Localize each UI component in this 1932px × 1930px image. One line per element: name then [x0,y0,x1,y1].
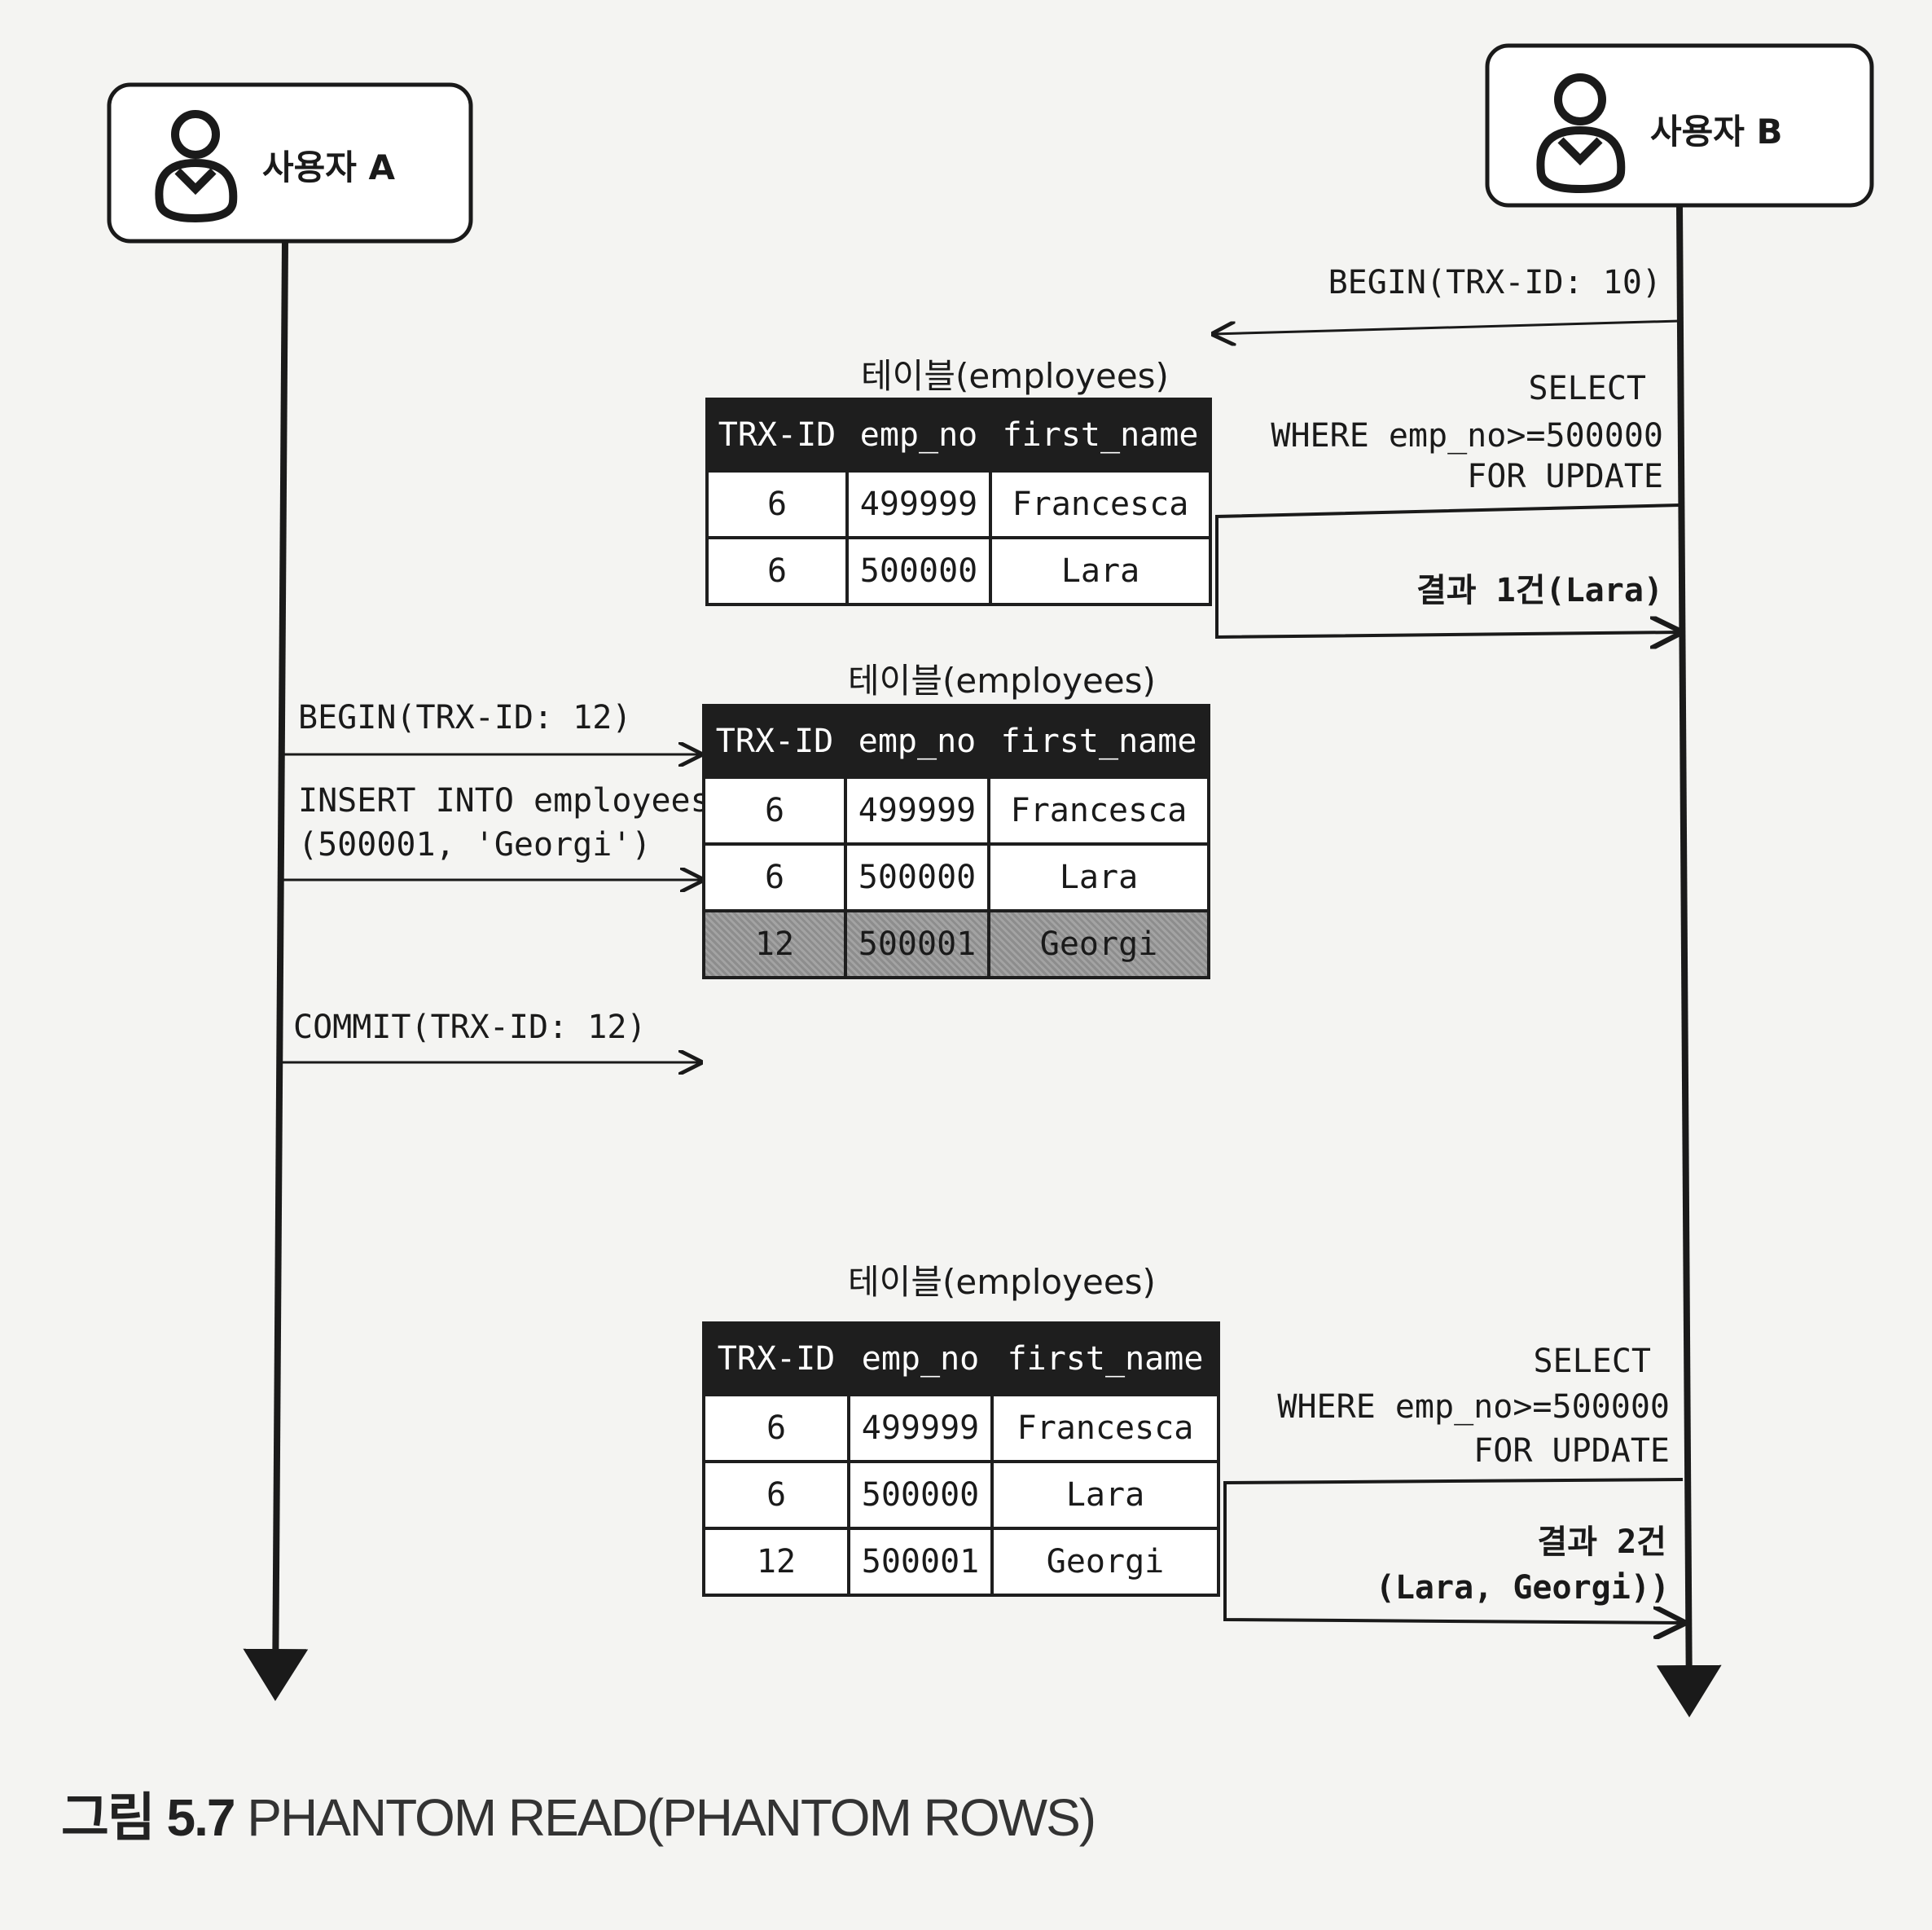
table-row: 6 500000 Lara [702,842,1210,912]
table-row: 6 499999 Francesca [702,776,1210,846]
table1-cell: 6 [705,536,849,606]
table2-col-emp-no: emp_no [844,704,990,779]
table2-cell: Lara [987,842,1210,912]
table3-cell: Francesca [990,1393,1220,1463]
table3-caption: 테이블(employees) [848,1262,1156,1302]
user-b-result2-line1: 결과 2건 [1537,1523,1666,1561]
table2-cell: 500001 [844,909,990,979]
table2-cell: Francesca [987,776,1210,846]
user-a-begin-label: BEGIN(TRX-ID: 12) [298,699,632,736]
table2-cell: 500000 [844,842,990,912]
table-row: 6 500000 Lara [705,536,1212,606]
arrow-b-begin [1214,319,1680,334]
user-b-name: 사용자 B [1650,112,1783,152]
table3-col-first-name: first_name [990,1321,1220,1396]
user-b-select1-line2: WHERE emp_no>=500000 [1271,417,1663,455]
table3-cell: 6 [702,1393,850,1463]
table3-cell: 500001 [847,1527,994,1597]
table-row: 6 499999 Francesca [702,1393,1220,1463]
arrow-b-select2 [1223,1478,1683,1623]
user-b-select2-line2: WHERE emp_no>=500000 [1277,1388,1670,1426]
table1-cell: 499999 [845,469,992,539]
table2: TRX-ID emp_no first_name 6 499999 France… [702,704,1210,979]
table1-col-emp-no: emp_no [845,398,992,473]
user-b-select1-line1: SELECT [1528,370,1647,407]
table2-cell: 12 [702,909,847,979]
table-row: 12 500001 Georgi [702,1527,1220,1597]
table3-cell: Georgi [990,1527,1220,1597]
table3-cell: 6 [702,1460,850,1530]
user-a-lifeline [243,240,309,1701]
table3-cell: 12 [702,1527,850,1597]
user-a-person-icon [155,110,238,223]
table2-col-trx-id: TRX-ID [702,704,847,779]
user-b-select2-line3: FOR UPDATE [1473,1432,1670,1470]
table1-cell: Lara [989,536,1212,606]
table2-cell: Georgi [987,909,1210,979]
user-b-begin-label: BEGIN(TRX-ID: 10) [1328,264,1662,301]
figure-caption: 그림 5.7 PHANTOM READ(PHANTOM ROWS) [61,1776,1096,1851]
table2-cell: 6 [702,776,847,846]
table-row: 6 500000 Lara [702,1460,1220,1530]
table1-col-trx-id: TRX-ID [705,398,849,473]
table3: TRX-ID emp_no first_name 6 499999 France… [702,1321,1220,1597]
table1-caption: 테이블(employees) [861,356,1169,396]
table-row: 6 499999 Francesca [705,469,1212,539]
table2-cell: 6 [702,842,847,912]
table3-cell: Lara [990,1460,1220,1530]
figure-number: 그림 5.7 [61,1788,236,1847]
user-b-result2-line2: (Lara, Georgi)) [1375,1569,1670,1607]
user-b-person-icon [1536,73,1626,194]
table1-col-first-name: first_name [989,398,1212,473]
table2-caption: 테이블(employees) [848,661,1156,701]
table1-cell: 6 [705,469,849,539]
table3-col-emp-no: emp_no [847,1321,994,1396]
table-row-highlighted: 12 500001 Georgi [702,909,1210,979]
user-b-select1-line3: FOR UPDATE [1467,458,1663,495]
figure-title: PHANTOM READ(PHANTOM ROWS) [247,1788,1096,1847]
table1-header-row: TRX-ID emp_no first_name [705,398,1212,473]
table3-header-row: TRX-ID emp_no first_name [702,1321,1220,1396]
user-b-lifeline [1656,204,1722,1717]
table1-cell: 500000 [845,536,992,606]
table2-header-row: TRX-ID emp_no first_name [702,704,1210,779]
table3-cell: 500000 [847,1460,994,1530]
table1: TRX-ID emp_no first_name 6 499999 France… [705,398,1212,606]
table1-cell: Francesca [989,469,1212,539]
user-a-box [107,82,473,244]
table2-cell: 499999 [844,776,990,846]
arrow-b-select1 [1215,503,1680,637]
user-a-insert-line2: (500001, 'Georgi') [298,826,652,864]
user-b-select2-line1: SELECT [1533,1343,1652,1380]
table3-col-trx-id: TRX-ID [702,1321,850,1396]
user-b-box [1485,43,1874,208]
user-a-insert-line1: INSERT INTO employees [298,782,710,820]
table2-col-first-name: first_name [987,704,1210,779]
user-a-commit-label: COMMIT(TRX-ID: 12) [293,1009,647,1046]
user-a-name: 사용자 A [262,147,396,187]
table3-cell: 499999 [847,1393,994,1463]
user-b-result1: 결과 1건(Lara) [1416,572,1663,609]
